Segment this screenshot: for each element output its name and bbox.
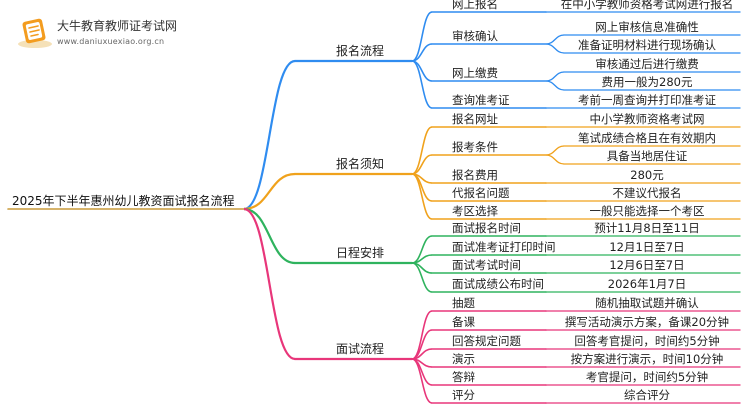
root-node: 2025年下半年惠州幼儿教资面试报名流程 xyxy=(12,193,235,208)
branch-to-child-line xyxy=(411,173,433,220)
child-node: 考区选择 xyxy=(452,204,498,218)
root-to-branch-line xyxy=(243,172,296,211)
child-node: 回答规定问题 xyxy=(452,334,521,348)
child-node: 面试准考证打印时间 xyxy=(452,240,556,254)
child-node: 网上缴费 xyxy=(452,66,498,80)
leaf-node: 笔试成绩合格且在有效期内 xyxy=(578,131,716,145)
leaf-node: 按方案进行演示，时间10分钟 xyxy=(571,352,724,366)
branch-node: 日程安排 xyxy=(336,245,384,260)
branch-node: 报名须知 xyxy=(336,156,384,171)
leaf-node: 在中小学教师资格考试网进行报名 xyxy=(561,0,734,11)
branch-to-child-line xyxy=(411,60,433,109)
leaf-node: 准备证明材料进行现场确认 xyxy=(578,38,716,52)
branch-to-child-line xyxy=(411,310,433,360)
child-node: 答辩 xyxy=(452,370,475,384)
child-to-leaf-line xyxy=(545,43,565,54)
branch-to-child-line xyxy=(411,11,433,62)
child-node: 面试考试时间 xyxy=(452,258,521,272)
leaf-node: 具备当地居住证 xyxy=(607,149,688,163)
branch-to-child-line xyxy=(411,60,433,82)
leaf-node: 一般只能选择一个考区 xyxy=(590,204,705,218)
leaf-node: 撰写活动演示方案，备课20分钟 xyxy=(565,315,729,329)
branch-to-child-line xyxy=(411,43,433,62)
child-to-leaf-line xyxy=(545,34,565,45)
child-node: 网上报名 xyxy=(452,0,498,11)
branch-node: 面试流程 xyxy=(336,341,384,356)
book-icon xyxy=(18,18,52,48)
connector-lines xyxy=(7,11,741,404)
logo-title: 大牛教育教师证考试网 xyxy=(57,18,177,33)
leaf-node: 考前一周查询并打印准考证 xyxy=(578,93,716,107)
leaf-node: 回答考官提问，时间约5分钟 xyxy=(574,334,719,348)
branch-node: 报名流程 xyxy=(336,43,384,58)
leaf-node: 随机抽取试题并确认 xyxy=(595,296,699,310)
branch-to-child-line xyxy=(411,262,433,293)
child-node: 审核确认 xyxy=(452,29,498,43)
logo-url: www.daniuxuexiao.org.cn xyxy=(57,37,164,46)
child-node: 面试报名时间 xyxy=(452,221,521,235)
logo: 大牛教育教师证考试网 www.daniuxuexiao.org.cn xyxy=(18,18,177,48)
leaf-node: 考官提问，时间约5分钟 xyxy=(586,370,708,384)
leaf-node: 网上审核信息准确性 xyxy=(595,20,699,34)
leaf-node: 2026年1月7日 xyxy=(608,277,686,291)
leaf-node: 不建议代报名 xyxy=(613,186,682,200)
child-to-leaf-line xyxy=(545,145,565,156)
child-node: 备课 xyxy=(452,315,475,329)
child-node: 报考条件 xyxy=(452,140,498,154)
leaf-node: 综合评分 xyxy=(624,388,670,402)
leaf-node: 费用一般为280元 xyxy=(602,75,693,89)
child-node: 面试成绩公布时间 xyxy=(452,277,544,291)
child-node: 查询准考证 xyxy=(452,93,510,107)
child-to-leaf-line xyxy=(545,154,565,165)
mindmap-nodes: 2025年下半年惠州幼儿教资面试报名流程 报名流程 网上报名 在中小学教师资格考试网进… xyxy=(12,0,733,402)
root-to-branch-line xyxy=(243,59,296,211)
leaf-node: 预计11月8日至11日 xyxy=(594,221,700,235)
child-node: 报名费用 xyxy=(452,168,498,182)
branch-to-child-line xyxy=(411,358,433,404)
child-to-leaf-line xyxy=(545,80,565,91)
branch-to-child-line xyxy=(411,126,433,175)
child-node: 报名网址 xyxy=(452,112,498,126)
leaf-node: 审核通过后进行缴费 xyxy=(595,57,699,71)
root-to-branch-line xyxy=(243,207,296,265)
leaf-node: 280元 xyxy=(630,168,664,182)
child-to-leaf-line xyxy=(545,71,565,82)
child-node: 评分 xyxy=(452,388,475,402)
leaf-node: 12月1日至7日 xyxy=(609,240,684,254)
leaf-node: 12月6日至7日 xyxy=(609,258,684,272)
root-to-branch-line xyxy=(243,207,296,361)
child-node: 抽题 xyxy=(452,296,475,310)
leaf-node: 中小学教师资格考试网 xyxy=(590,112,705,126)
child-node: 演示 xyxy=(452,352,475,366)
child-node: 代报名问题 xyxy=(452,186,510,200)
